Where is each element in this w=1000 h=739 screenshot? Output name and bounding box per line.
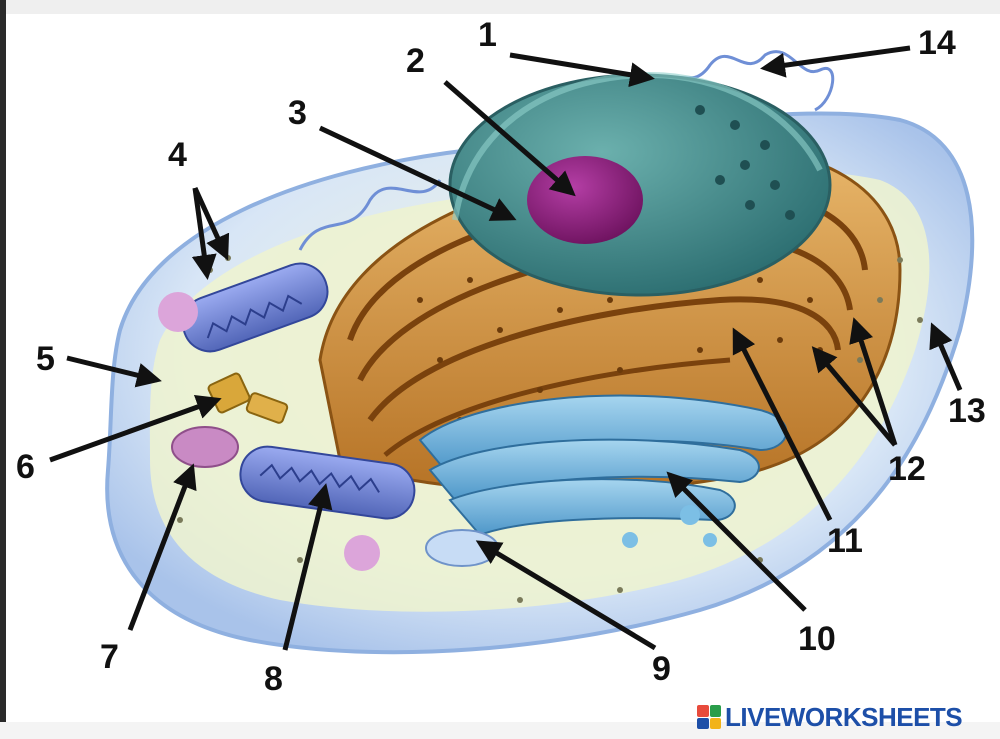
label-2: 2	[406, 42, 425, 80]
callout-arrow	[127, 463, 197, 631]
callout-arrow	[849, 317, 898, 446]
label-11: 11	[827, 522, 863, 560]
label-10: 10	[798, 620, 836, 658]
label-13: 13	[948, 392, 986, 430]
callout-arrow	[929, 322, 963, 391]
label-5: 5	[36, 340, 55, 378]
label-14: 14	[918, 24, 956, 62]
mitochondrion-upper	[181, 262, 329, 353]
label-9: 9	[652, 650, 671, 688]
nucleus	[448, 71, 832, 297]
liveworksheets-brand[interactable]: LIVEWORKSHEETS	[697, 701, 963, 732]
callout-arrow	[66, 355, 162, 388]
golgi-apparatus	[418, 394, 788, 548]
callout-arrow	[811, 346, 897, 447]
callout-arrow	[191, 187, 217, 280]
callout-arrow	[475, 540, 657, 651]
vesicle-top	[158, 292, 198, 332]
callout-arrow	[732, 327, 833, 522]
label-12: 12	[888, 450, 926, 488]
vesicle-bottom	[344, 535, 380, 571]
callout-arrow	[443, 80, 576, 197]
callout-arrow	[318, 125, 517, 221]
label-1: 1	[478, 16, 497, 54]
left-edge	[0, 0, 6, 739]
top-bar	[0, 0, 1000, 14]
callout-arrow	[49, 394, 222, 463]
free-ribosomes	[177, 255, 923, 603]
label-7: 7	[100, 638, 119, 676]
bottom-edge	[0, 722, 1000, 739]
liveworksheets-wordmark: LIVEWORKSHEETS	[725, 701, 963, 732]
label-8: 8	[264, 660, 283, 698]
label-3: 3	[288, 94, 307, 132]
label-4: 4	[168, 136, 187, 174]
liveworksheets-logo-icon	[697, 705, 721, 729]
lysosome	[171, 426, 239, 468]
label-6: 6	[16, 448, 35, 486]
callout-arrows	[49, 45, 963, 651]
callout-arrow	[192, 186, 230, 261]
callout-arrow	[666, 471, 807, 612]
callout-arrow	[282, 483, 333, 651]
callout-arrow	[509, 52, 655, 88]
callout-arrow	[760, 45, 911, 78]
